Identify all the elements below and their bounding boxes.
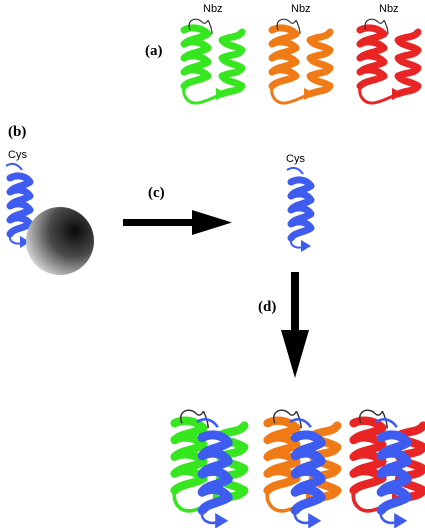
resin-bead-icon bbox=[26, 207, 94, 275]
helix-on-resin bbox=[6, 164, 30, 248]
cys-tag-resin: Cys bbox=[8, 149, 27, 161]
bundle-red bbox=[353, 410, 423, 528]
label-d: (d) bbox=[258, 299, 276, 315]
label-c: (c) bbox=[148, 185, 165, 201]
label-a: (a) bbox=[145, 43, 163, 59]
bundle-green bbox=[174, 410, 244, 528]
bundle-orange bbox=[267, 410, 337, 528]
hairpin-green bbox=[184, 19, 242, 103]
arrow-down-icon bbox=[281, 272, 309, 378]
arrow-right-icon bbox=[123, 210, 232, 235]
label-b: (b) bbox=[8, 124, 26, 140]
cys-tag-free: Cys bbox=[286, 153, 305, 165]
nbz-tag-green: Nbz bbox=[203, 3, 223, 15]
nbz-tag-orange: Nbz bbox=[291, 3, 311, 15]
hairpin-orange bbox=[272, 19, 330, 103]
nbz-tag-red: Nbz bbox=[379, 3, 399, 15]
helix-free bbox=[287, 168, 311, 252]
hairpin-red bbox=[360, 19, 418, 103]
